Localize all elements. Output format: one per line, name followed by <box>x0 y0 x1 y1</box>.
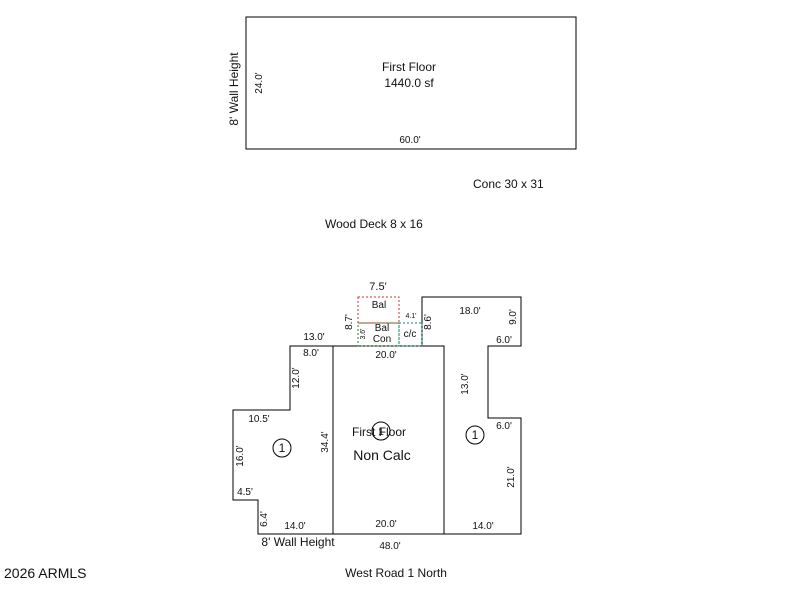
non-calc-area <box>332 345 445 535</box>
left-marker: 1 <box>279 441 286 455</box>
cc-label: c/c <box>404 329 417 340</box>
dim-21-0: 21.0' <box>506 466 517 487</box>
upper-floor-area: 1440.0 sf <box>384 76 434 90</box>
center-sublabel: Non Calc <box>353 447 411 463</box>
left-marker-circle <box>272 438 292 458</box>
balcon-label-2: Con <box>373 334 391 345</box>
bal-side-dim: 8.7' <box>344 314 355 330</box>
dim-20-0-bottom: 20.0' <box>375 519 396 530</box>
deck-note: Wood Deck 8 x 16 <box>325 217 423 231</box>
bal-top-dim: 7.5' <box>369 281 386 293</box>
right-marker-circle <box>465 425 485 445</box>
copyright: 2026 ARMLS <box>4 565 87 581</box>
dim-18-0: 18.0' <box>459 306 480 317</box>
dim-34-4: 34.4' <box>320 431 331 452</box>
dim-14-0-left: 14.0' <box>284 521 305 532</box>
dim-6-4: 6.4' <box>259 511 270 527</box>
cc-outline <box>398 322 423 347</box>
upper-floor-label: First Floor <box>382 60 436 74</box>
lower-floor-outline <box>232 296 522 535</box>
dim-13-0: 13.0' <box>303 332 324 343</box>
bal-label: Bal <box>372 300 386 311</box>
upper-height-dim: 24.0' <box>254 72 265 93</box>
right-marker: 1 <box>472 428 479 442</box>
dim-8-0: 8.0' <box>303 348 319 359</box>
upper-floor-outline <box>245 16 577 150</box>
upper-width-dim: 60.0' <box>399 135 420 146</box>
dim-20-0-top: 20.0' <box>375 350 396 361</box>
dim-16-0: 16.0' <box>235 445 246 466</box>
dim-6-0-top: 6.0' <box>496 335 512 346</box>
dim-6-0-right: 6.0' <box>496 421 512 432</box>
dim-12-0: 12.0' <box>291 367 302 388</box>
center-marker: 1 <box>378 427 384 438</box>
conc-note: Conc 30 x 31 <box>473 177 544 191</box>
dim-13-0-right: 13.0' <box>460 373 471 394</box>
address: West Road 1 North <box>345 566 447 580</box>
dim-14-0-right: 14.0' <box>472 521 493 532</box>
balcony-outline <box>357 296 400 324</box>
center-label: First Floor <box>352 425 406 439</box>
dim-8-6: 8.6' <box>423 314 434 330</box>
dim-48-0: 48.0' <box>379 541 400 552</box>
cc-dim: 4.1' <box>405 313 416 320</box>
balcon-small-dim: 3.6' <box>360 328 367 339</box>
dim-10-5: 10.5' <box>248 414 269 425</box>
lower-wall-height: 8' Wall Height <box>261 535 335 549</box>
dim-4-5: 4.5' <box>237 487 253 498</box>
upper-wall-height: 8' Wall Height <box>227 52 241 126</box>
balcon-label-1: Bal <box>375 323 389 334</box>
center-marker-circle <box>371 421 391 441</box>
dim-9-0: 9.0' <box>508 309 519 325</box>
